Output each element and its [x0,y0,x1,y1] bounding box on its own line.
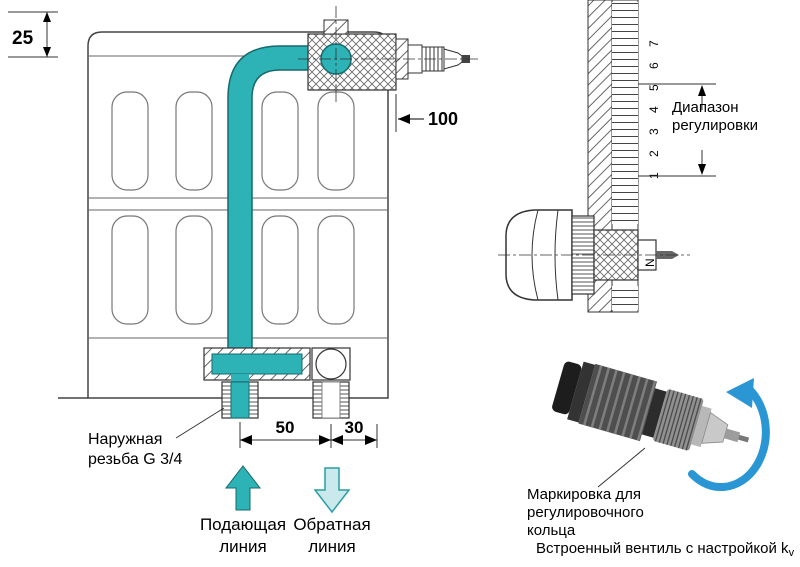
insert-caption-sub: v [789,547,795,559]
dim-arrow [240,435,252,445]
thread-label: Наружная резьба G 3/4 [88,407,225,468]
dimension-100: 100 [395,94,458,132]
radiator-channel [175,91,213,191]
insert-fins [582,365,657,441]
return-flow-arrow [313,467,351,514]
valve-pin [656,251,672,259]
supply-nipple-core [230,381,250,419]
marking-label-line1: Маркировка для [527,486,641,503]
scale-numbers: 1 2 3 4 5 6 7 [647,34,661,179]
dim-25-arrow-up [43,12,51,22]
supply-label-line2: линия [219,537,267,556]
insert-stem [723,428,741,443]
scale-ticks-lower [612,286,638,310]
svg-text:1 2 3 4 5 6 7: 1 2 3 4 5 6 7 [647,34,661,179]
insert-caption: Встроенный вентиль с настройкой kv [536,540,795,559]
return-ball [315,348,347,380]
radiator-channel [111,91,149,191]
insert-cone [701,411,729,444]
valve-union-nut-facet [531,209,539,301]
radiator-channel [317,91,355,191]
marking-label-line2: регулировочного [527,504,644,521]
setting-scale-detail: 1 2 3 4 5 6 7 Диапазон регулировки N [498,0,758,313]
insert-end-cap [552,361,582,415]
thread-label-line2: резьба G 3/4 [88,451,182,468]
dimension-50-30: 50 30 [239,418,378,448]
radiator-channel [261,91,299,191]
dimension-25: 25 [8,11,58,58]
dim-arrow [365,435,377,445]
dim-50-text: 50 [276,418,295,437]
supply-flow-arrow [224,465,262,511]
thread-label-line1: Наружная [88,431,162,448]
return-label-line1: Обратная [293,515,370,534]
top-valve [298,6,478,104]
thread-label-leader [175,407,225,439]
radiator-channel [175,215,213,325]
insert-step-ring [641,388,667,438]
insert-pin [738,434,750,443]
scale-ticks-upper [612,2,638,224]
dim-100-text: 100 [428,109,458,129]
dim-arrow [319,435,331,445]
bottom-connection-block [203,347,351,419]
return-label-line2: линия [308,537,356,556]
range-label-line2: регулировки [672,117,758,134]
dim-arrow [331,435,343,445]
supply-channel-drop [231,374,249,384]
dim-25-arrow-down [43,47,51,57]
supply-channel [211,353,303,375]
radiator-channel [111,215,149,325]
return-nipple-core [321,381,341,419]
range-label-line1: Диапазон [672,99,739,116]
scale-n-mark: N [643,258,657,267]
dim-25-text: 25 [12,28,34,49]
insert-washer [690,405,712,448]
radiator-channels [111,91,355,325]
insert-collar [567,361,596,423]
marking-leader [597,447,646,488]
rotation-arrow-arc [688,386,770,492]
supply-label-line1: Подающая [200,515,286,534]
insert-caption-main: Встроенный вентиль с настройкой k [536,540,789,557]
range-arrow-down [698,164,706,175]
insert-knurl-lines [654,389,702,451]
range-arrow-up [698,85,706,96]
dim-100-arrow [398,114,410,124]
valve-insert [552,361,750,451]
radiator-channel [317,215,355,325]
rotation-arrow-head [726,378,754,408]
dim-30-text: 30 [345,418,364,437]
radiator-channel [261,215,299,325]
marking-label-line3: кольца [527,522,576,539]
svg-text:N: N [643,258,657,267]
